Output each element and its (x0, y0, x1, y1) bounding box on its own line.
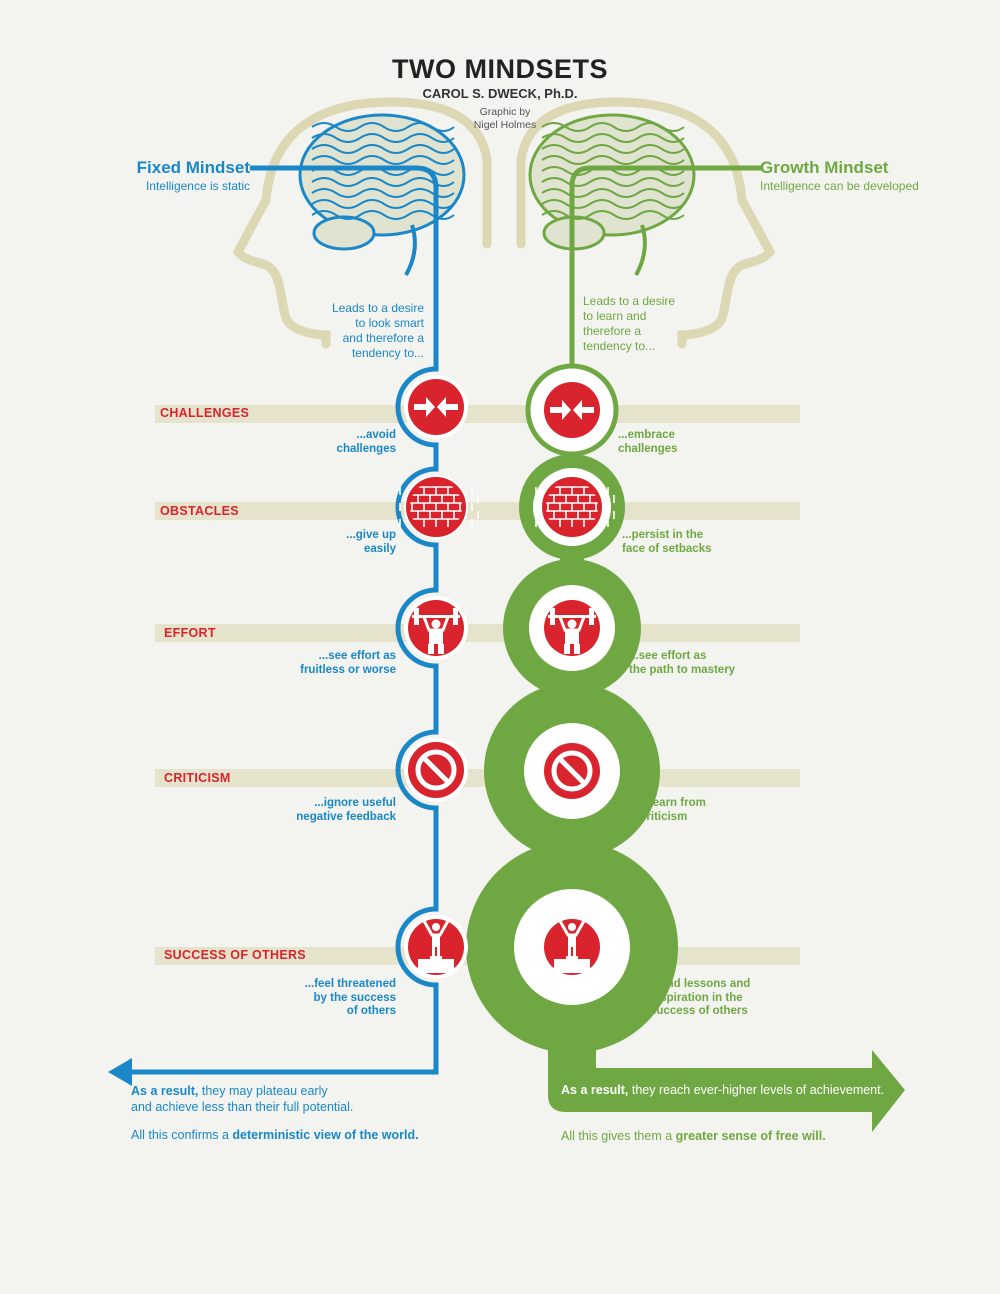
growth-response-challenges: ...embrace challenges (618, 429, 678, 455)
winner-podium-icon (408, 919, 464, 975)
category-challenges: CHALLENGES (160, 406, 250, 420)
brick-wall-icon (535, 477, 615, 537)
growth-mindset-path (569, 165, 762, 372)
brick-wall-icon (399, 477, 479, 537)
growth-conclusion: All this gives them a greater sense of f… (561, 1128, 921, 1144)
fixed-conclusion-text: All this confirms a (131, 1128, 233, 1142)
fixed-brain (298, 113, 466, 276)
author: CAROL S. DWECK, Ph.D. (422, 86, 578, 101)
weightlifter-icon (544, 600, 600, 656)
graphic-credit: Graphic by Nigel Holmes (473, 106, 537, 131)
growth-response-obstacles: ...persist in the face of setbacks (622, 529, 712, 555)
category-obstacles: OBSTACLES (160, 504, 239, 518)
page-title: TWO MINDSETS (392, 54, 608, 84)
fixed-result-text: they may plateau early and achieve less … (131, 1084, 354, 1114)
growth-lead-text: Leads to a desire to learn and therefore… (583, 294, 676, 353)
no-sign-icon (408, 742, 464, 798)
weightlifter-icon (408, 600, 464, 656)
fixed-response-effort: ...see effort as fruitless or worse (300, 650, 396, 676)
fixed-response-obstacles: ...give up easily (346, 529, 396, 555)
fixed-mindset-subheading: Intelligence is static (145, 179, 250, 193)
growth-conclusion-emphasis: greater sense of free will. (675, 1129, 826, 1143)
fixed-result: As a result, they may plateau early and … (131, 1083, 451, 1115)
fixed-mindset-path (130, 165, 439, 1075)
winner-podium-icon (544, 919, 600, 975)
fixed-lead-text: Leads to a desire to look smart and ther… (331, 301, 424, 360)
growth-head-outline (516, 97, 776, 349)
fixed-conclusion: All this confirms a deterministic view o… (131, 1127, 511, 1143)
growth-mindset-heading: Growth Mindset (760, 158, 889, 177)
no-sign-icon (544, 743, 600, 799)
fixed-response-success-of-others: ...feel threatened by the success of oth… (304, 978, 396, 1017)
fixed-result-arrowhead (108, 1058, 132, 1086)
fixed-response-criticism: ...ignore useful negative feedback (296, 797, 396, 823)
category-band (155, 405, 800, 423)
growth-response-effort: ...see effort as the path to mastery (629, 650, 736, 676)
growth-response-criticism: ...learn from criticism (640, 797, 706, 823)
growth-result-text: they reach ever-higher levels of achieve… (628, 1083, 885, 1097)
fixed-conclusion-emphasis: deterministic view of the world. (232, 1128, 419, 1142)
growth-result-arrow (548, 947, 905, 1132)
arrows-icon (408, 379, 464, 435)
fixed-response-challenges: ...avoid challenges (336, 429, 396, 455)
fixed-result-lead: As a result, (131, 1084, 199, 1098)
growth-conclusion-text: All this gives them a (561, 1129, 676, 1143)
growth-mindset-subheading: Intelligence can be developed (760, 179, 919, 193)
growth-result-lead: As a result, (561, 1083, 629, 1097)
category-criticism: CRITICISM (164, 771, 231, 785)
growth-result: As a result, they reach ever-higher leve… (561, 1082, 921, 1098)
category-success-of-others: SUCCESS OF OTHERS (164, 948, 306, 962)
category-effort: EFFORT (164, 626, 216, 640)
growth-brain (528, 113, 696, 276)
category-band (155, 769, 800, 787)
fixed-mindset-heading: Fixed Mindset (136, 158, 250, 177)
growth-response-success-of-others: ...find lessons and inspiration in the s… (650, 978, 751, 1017)
arrows-icon (544, 382, 600, 438)
fixed-head-outline (232, 97, 492, 349)
category-band (155, 624, 800, 642)
